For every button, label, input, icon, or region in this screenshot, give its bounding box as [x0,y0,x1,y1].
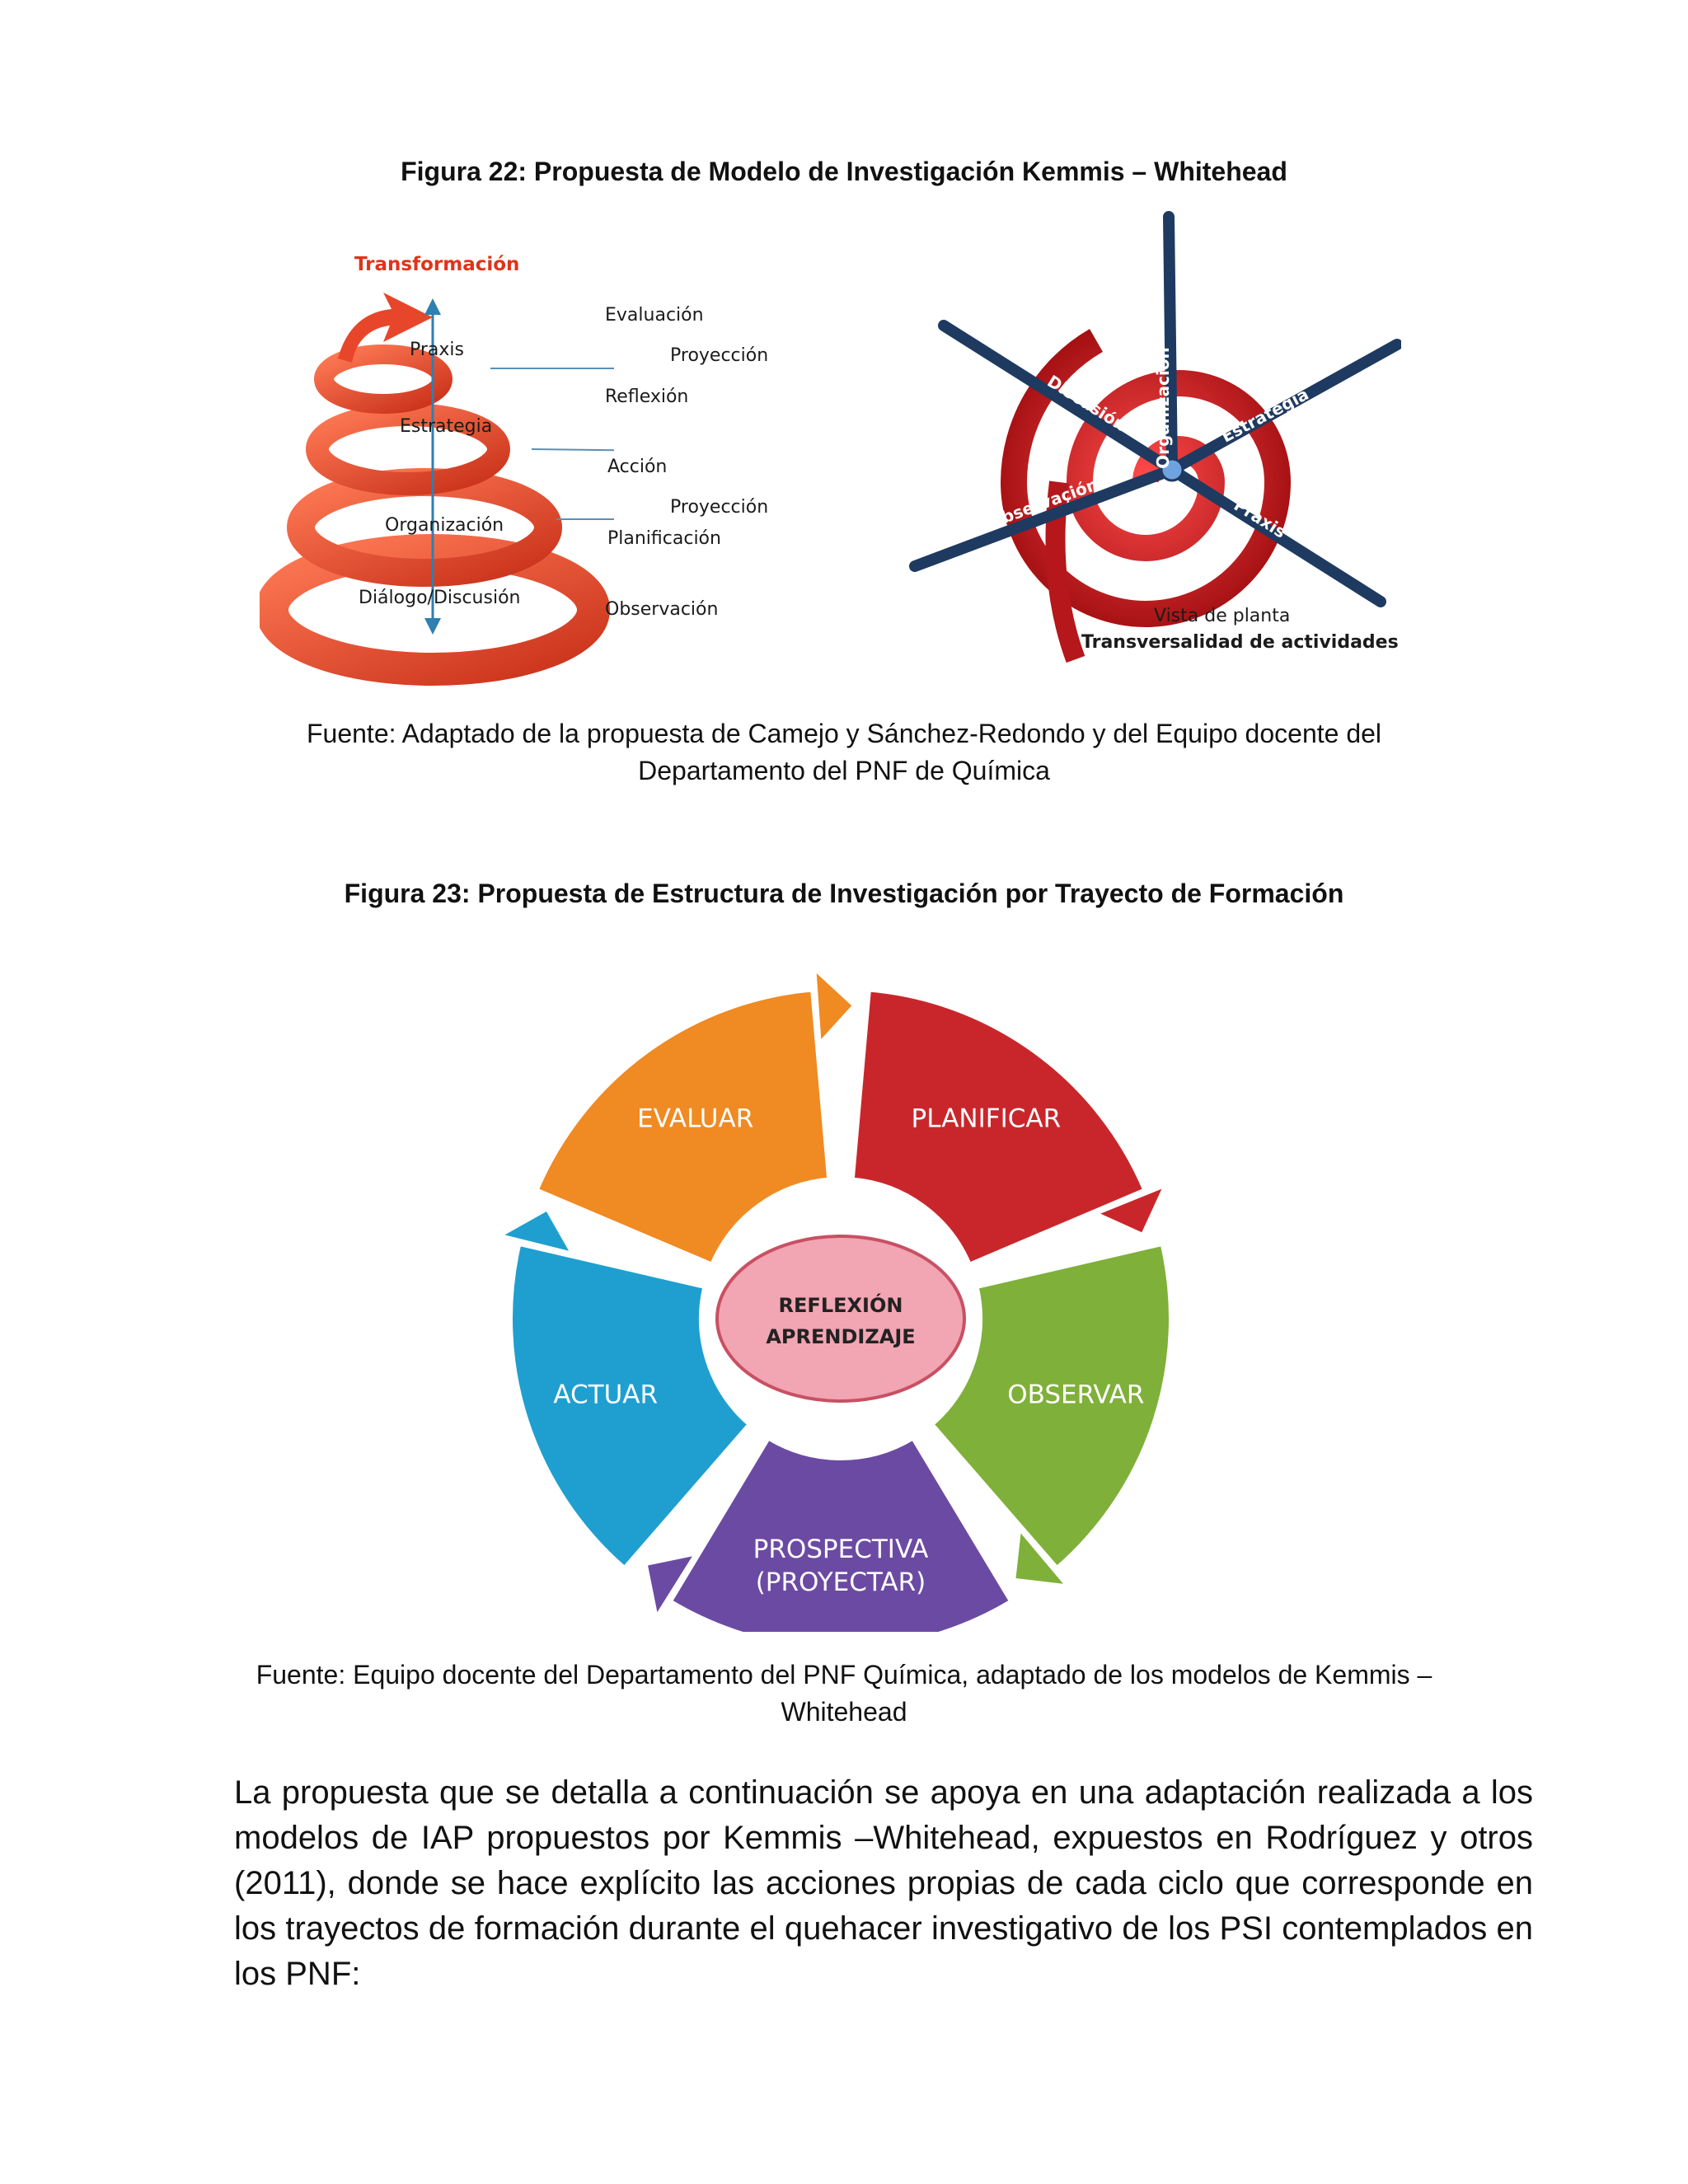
side-label-accion: Acción [607,457,667,477]
figure-23-source: Fuente: Equipo docente del Departamento … [247,1657,1441,1731]
plan-view-caption-2: Transversalidad de actividades [1081,632,1399,653]
side-label-proyeccion-1: Proyección [670,345,768,366]
cycle-label-4: ACTUAR [553,1380,658,1410]
center-ellipse [717,1236,964,1401]
spiral-graphic [260,247,614,701]
cycle-label-3-line2: (PROYECTAR) [756,1568,926,1597]
figure-23-title: Figura 23: Propuesta de Estructura de In… [0,879,1688,909]
spiral-model-diagram: Transformación Praxis Estrategia Organiz… [260,247,614,701]
figure-22-title: Figura 22: Propuesta de Modelo de Invest… [0,157,1688,187]
body-paragraph: La propuesta que se detalla a continuaci… [234,1770,1533,1997]
cycle-label-5: EVALUAR [637,1104,753,1133]
plan-view-diagram: Organización Discusión Estrategia Observ… [907,210,1401,672]
center-label-2: APRENDIZAJE [766,1325,915,1348]
side-label-evaluacion: Evaluación [605,305,704,326]
cycle-arrowhead-4 [504,1212,569,1251]
spiral-level-estrategia: Estrategia [400,416,492,437]
spiral-level-organizacion: Organización [385,515,504,536]
side-label-reflexion: Reflexión [605,387,688,407]
spiral-top-label: Transformación [354,254,519,275]
side-label-planificacion: Planificación [607,528,721,549]
spiral-level-dialogo: Diálogo/Discusión [359,588,520,608]
figure-22-source: Fuente: Adaptado de la propuesta de Came… [247,715,1441,790]
side-label-proyeccion-2: Proyección [670,497,768,518]
cycle-graphic: PLANIFICAR OBSERVAR PROSPECTIVA (PROYECTAR)… [478,931,1203,1632]
plan-view-caption-1: Vista de planta [1154,606,1290,626]
cycle-label-3: PROSPECTIVA [753,1535,929,1564]
cycle-diagram: PLANIFICAR OBSERVAR PROSPECTIVA (PROYECTAR)… [478,931,1203,1632]
plan-view-graphic: Organización Discusión Estrategia Observ… [907,210,1401,672]
cycle-label-2: OBSERVAR [1007,1380,1144,1410]
center-label-1: REFLEXIÓN [779,1292,903,1317]
side-label-observacion: Observación [605,599,718,620]
cycle-arrowhead-5 [817,973,852,1039]
axis-label-organizacion: Organización [1153,347,1173,469]
spiral-level-praxis: Praxis [410,340,464,360]
cycle-label-1: PLANIFICAR [912,1104,1062,1133]
